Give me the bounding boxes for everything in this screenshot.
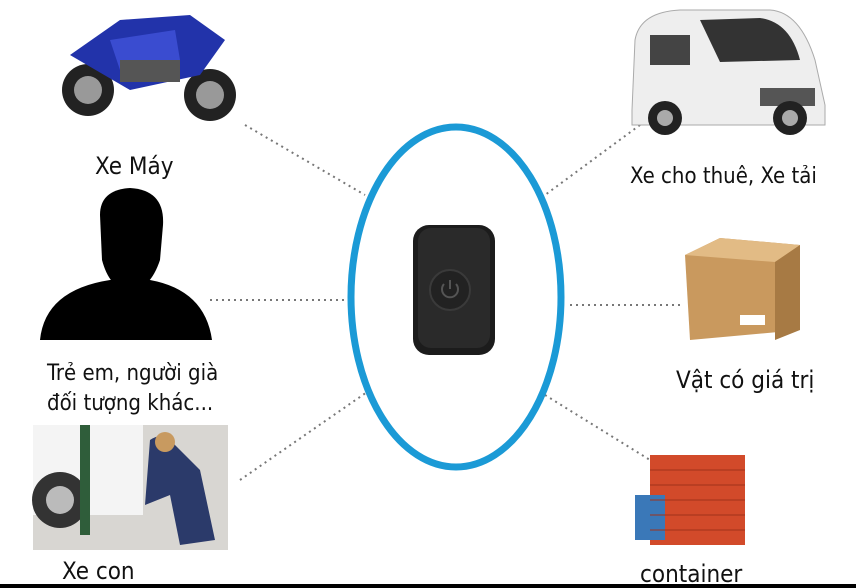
label-motorbike: Xe Máy [95, 152, 174, 180]
shipping-containers-image [635, 455, 745, 545]
person-silhouette-icon [40, 188, 212, 340]
connector-motorbike [244, 124, 366, 196]
car-photo-image [32, 425, 228, 550]
label-people-line2: đối tượng khác... [47, 391, 214, 416]
highlight-ring [347, 123, 565, 471]
connector-container [544, 394, 651, 461]
connector-van [544, 124, 641, 196]
gps-tracker-device [413, 225, 495, 355]
label-car: Xe con [62, 557, 135, 585]
cardboard-box-image [685, 238, 800, 340]
power-icon [441, 283, 459, 299]
label-container: container [640, 560, 743, 588]
connector-lines [210, 124, 680, 481]
bottom-border [0, 584, 856, 588]
label-valuables: Vật có giá trị [676, 366, 815, 394]
label-van: Xe cho thuê, Xe tải [630, 164, 817, 189]
van-image [631, 9, 826, 135]
motorbike-image [62, 15, 236, 121]
label-people-line1: Trẻ em, người già [47, 361, 219, 386]
connector-car [239, 389, 371, 481]
